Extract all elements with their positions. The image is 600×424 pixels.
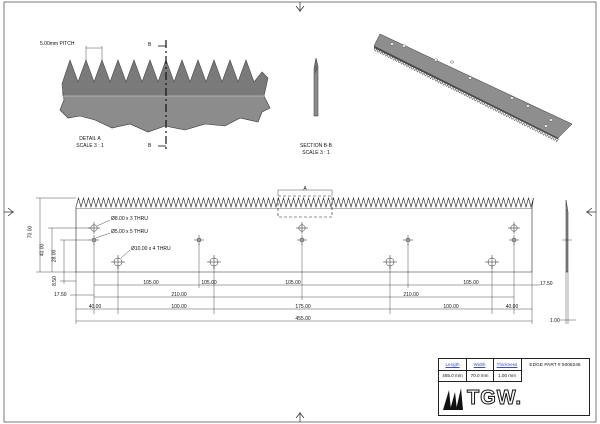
dim-row3-a: 40.00 xyxy=(88,304,102,310)
dim-70: 70.00 xyxy=(27,225,34,239)
header-width: Width xyxy=(473,362,486,367)
vertical-dimension-lines xyxy=(36,197,90,284)
dim-row2-a: 210.00 xyxy=(171,292,187,298)
dim-28: 28.00 xyxy=(51,249,58,263)
dim-17-5-right: 17.50 xyxy=(540,281,553,287)
horizontal-dimension-lines xyxy=(70,244,540,324)
dim-row1-d: 105.00 xyxy=(463,280,479,286)
tgw-logo-mark xyxy=(443,388,463,410)
callout-5mm: Ø5.00 x 5 THRU xyxy=(111,229,148,235)
dim-40: 40.00 xyxy=(39,243,46,257)
detail-a-view xyxy=(59,40,271,150)
iso-blade-body xyxy=(373,33,573,139)
main-front-view xyxy=(36,189,576,324)
header-length: Length xyxy=(445,362,460,367)
holes-10mm xyxy=(111,255,499,269)
value-thickness: 1.00 mm xyxy=(498,373,516,378)
detail-a-marker: A xyxy=(303,186,307,192)
dim-row3-b: 100.00 xyxy=(171,304,187,310)
dim-row2-b: 210.00 xyxy=(403,292,419,298)
title-block: Length Width Thickness 455.0 mm 70.0 mm … xyxy=(438,358,590,416)
iso-blade-teeth xyxy=(373,47,559,143)
center-marks xyxy=(4,2,596,422)
dim-row3-c: 175.00 xyxy=(295,304,311,310)
dim-17-5-left: 17.50 xyxy=(54,292,67,298)
dim-row3-d: 100.00 xyxy=(443,304,459,310)
dim-row3-e: 40.00 xyxy=(505,304,519,310)
dim-row1-b: 105.00 xyxy=(201,280,217,286)
detail-a-box xyxy=(277,195,333,218)
detail-a-scale: SCALE 3 : 1 xyxy=(76,143,104,149)
holes-8mm xyxy=(88,222,520,234)
callout-10mm: Ø10.00 x 4 THRU xyxy=(131,246,171,252)
dim-row1-a: 105.00 xyxy=(143,280,159,286)
section-marker-bottom: B xyxy=(148,143,152,149)
dim-overall: 455.00 xyxy=(295,316,311,322)
main-blade-outline xyxy=(75,196,534,273)
tgw-logo: TGW. xyxy=(441,384,523,412)
dim-thickness: 1.00 xyxy=(550,318,560,324)
iso-holes xyxy=(390,42,554,128)
dim-8-5: 8.50 xyxy=(51,276,58,286)
section-bb-view xyxy=(313,57,319,117)
callout-8mm: Ø8.00 x 3 THRU xyxy=(111,216,148,222)
value-width: 70.0 mm xyxy=(470,373,489,378)
holes-5mm xyxy=(89,235,519,245)
thickness-side-view xyxy=(560,199,576,324)
dim-row1-c: 105.00 xyxy=(285,280,301,286)
callout-leaders xyxy=(95,219,131,259)
pitch-label: 5.00mm PITCH xyxy=(40,41,75,47)
section-bb-scale: SCALE 3 : 1 xyxy=(302,150,330,156)
section-marker-top: B xyxy=(148,42,152,48)
part-number: EDGE PART # 5008246 xyxy=(529,363,581,368)
section-bb-caption: SECTION B-B xyxy=(300,143,332,149)
detail-a-caption: DETAIL A xyxy=(79,136,101,142)
isometric-view xyxy=(373,33,573,143)
tgw-logo-text: TGW. xyxy=(466,387,523,409)
value-length: 455.0 mm xyxy=(442,373,463,378)
section-bb-profile xyxy=(313,57,319,117)
header-thickness: Thickness xyxy=(496,362,518,367)
